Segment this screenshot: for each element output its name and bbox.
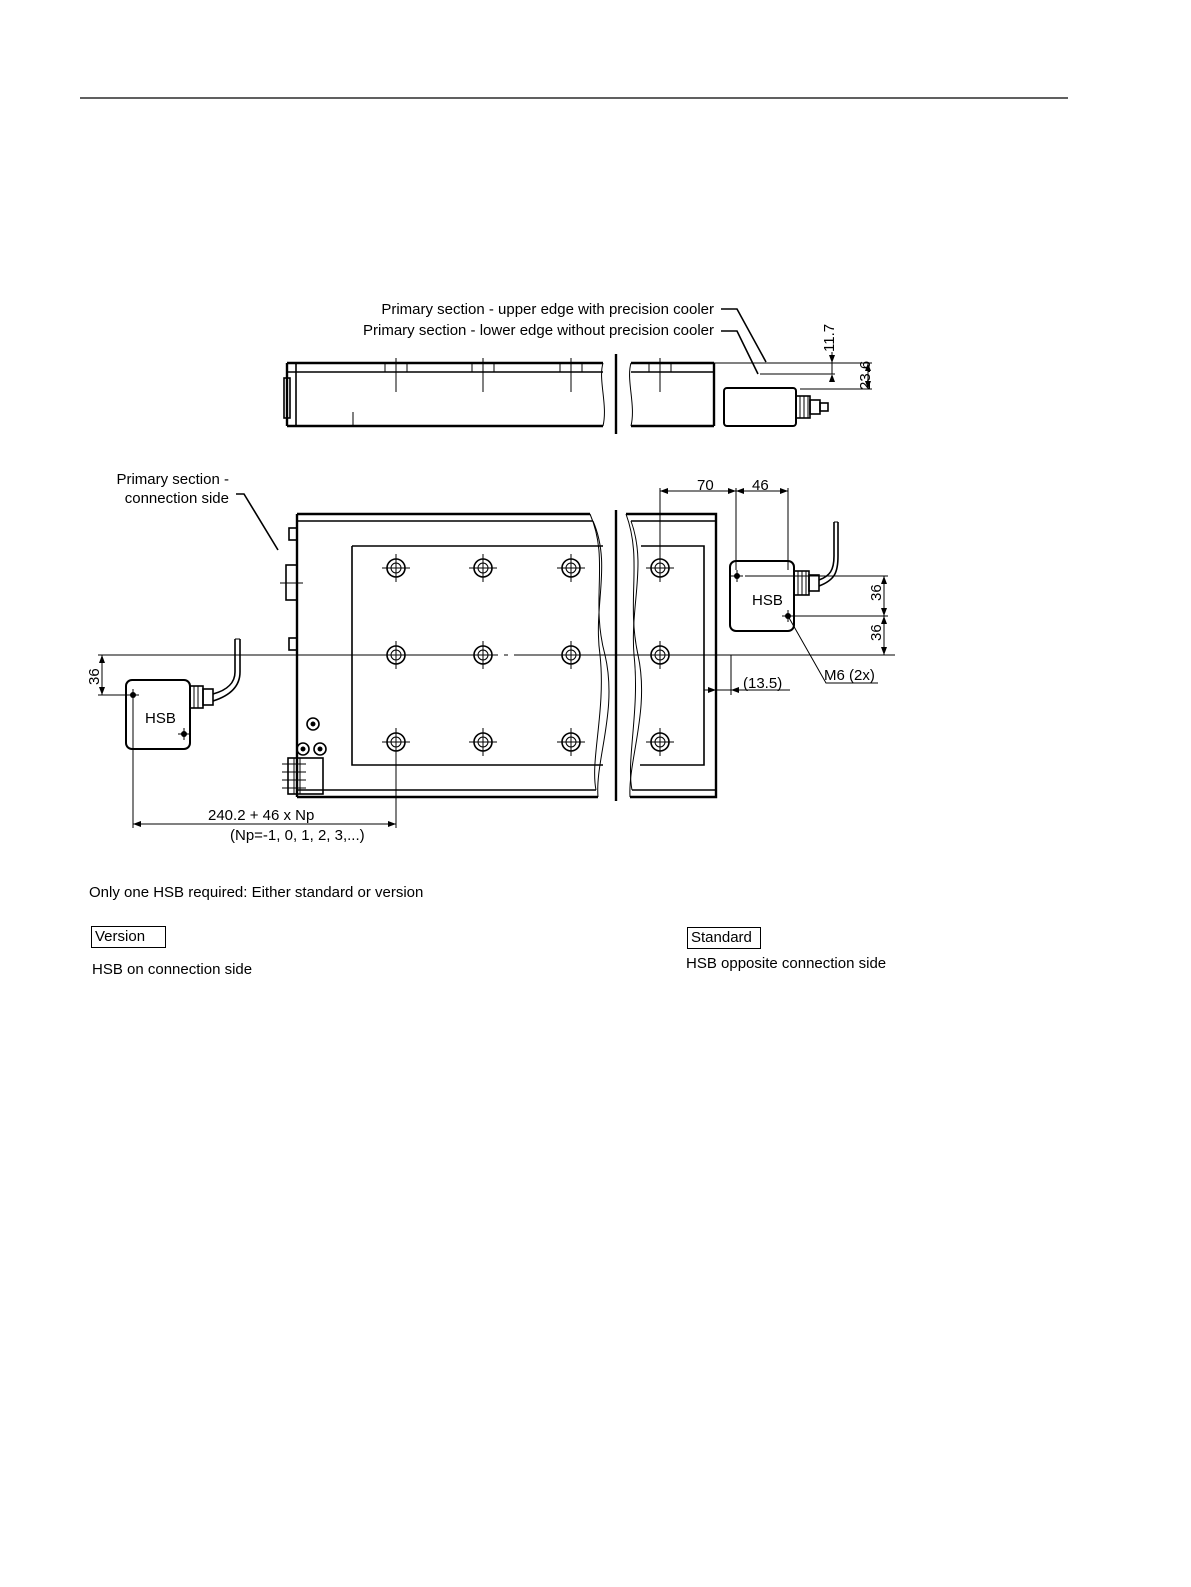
label-np-values: (Np=-1, 0, 1, 2, 3,...) (230, 827, 365, 844)
label-hsb-standard: HSB (752, 592, 783, 609)
hsb-standard (729, 521, 839, 632)
dim-11-7: 11.7 (821, 324, 838, 352)
label-conn-side-2: connection side (125, 490, 229, 507)
standard-tag: Standard (687, 927, 761, 949)
side-view (283, 308, 872, 434)
label-thread: M6 (2x) (824, 667, 875, 684)
label-conn-side-1: Primary section - (116, 471, 229, 488)
note-only-one-hsb: Only one HSB required: Either standard o… (89, 884, 424, 901)
label-hsb-version: HSB (145, 710, 176, 727)
dim-36-c: 36 (86, 668, 103, 685)
dim-70: 70 (697, 477, 714, 494)
version-description: HSB on connection side (92, 961, 253, 978)
mounting-holes (382, 554, 674, 756)
dim-23-6: 23.6 (857, 361, 874, 390)
standard-description: HSB opposite connection side (686, 955, 887, 972)
label-upper-edge: Primary section - upper edge with precis… (381, 301, 714, 318)
label-lower-edge: Primary section - lower edge without pre… (363, 322, 714, 339)
dim-13-5: (13.5) (743, 675, 782, 692)
hsb-version (125, 638, 241, 750)
version-tag: Version (91, 926, 166, 948)
dim-46: 46 (752, 477, 769, 494)
dim-36-a: 36 (868, 584, 885, 601)
label-length-formula: 240.2 + 46 x Np (208, 807, 314, 824)
top-view (98, 488, 895, 828)
dim-36-b: 36 (868, 624, 885, 641)
